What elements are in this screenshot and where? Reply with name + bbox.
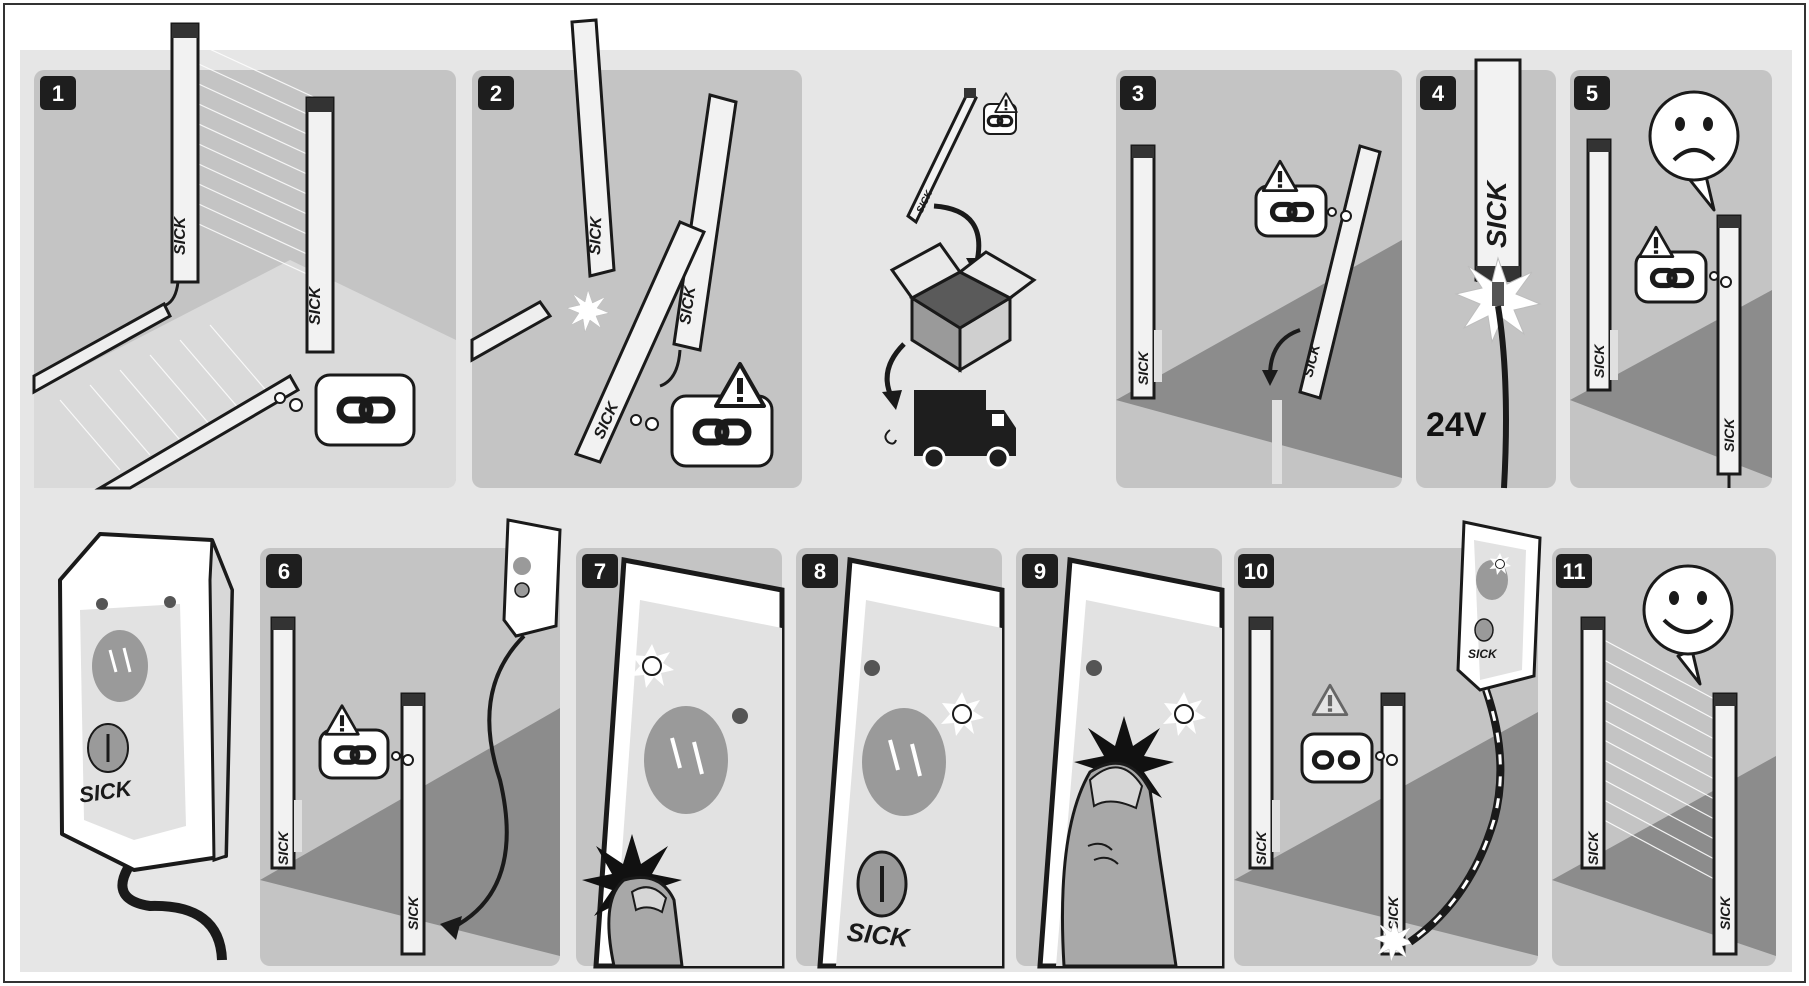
sick-logo-4: SICK <box>1481 179 1512 248</box>
sick-logo-11a: SICK <box>1585 831 1601 865</box>
step-8-badge: 8 <box>814 559 826 584</box>
sick-logo-10a: SICK <box>1253 831 1269 865</box>
step-9-panel: 9 <box>1016 548 1222 966</box>
sick-logo-10c: SICK <box>1468 647 1498 661</box>
step-8-panel: SICK 8 <box>796 548 1002 966</box>
step-7-panel: 7 <box>576 548 782 966</box>
step-11-badge: 11 <box>1562 559 1585 584</box>
step-7-badge: 7 <box>594 559 606 584</box>
step-2-badge: 2 <box>490 81 502 106</box>
sick-logo-6a: SICK <box>275 831 291 865</box>
step-5-panel: SICK SICK 5 <box>1570 70 1772 488</box>
step-6-badge: 6 <box>278 559 290 584</box>
step-2-panel: SICK SICK SICK 2 <box>472 20 802 488</box>
step-10-panel: SICK SICK SICK 10 <box>1234 522 1540 966</box>
step-1-panel: SICK SICK 1 <box>34 24 456 488</box>
step-4-panel: SICK 24V 4 <box>1416 60 1556 488</box>
step-10-badge: 10 <box>1244 559 1268 584</box>
voltage-label: 24V <box>1426 406 1487 444</box>
sick-logo-5b: SICK <box>1721 418 1737 452</box>
sick-logo-5a: SICK <box>1591 344 1607 378</box>
step-9-badge: 9 <box>1034 559 1046 584</box>
step-5-badge: 5 <box>1586 81 1598 106</box>
step-4-badge: 4 <box>1432 81 1445 106</box>
sick-logo-1: SICK <box>172 215 189 255</box>
step-1-badge: 1 <box>52 81 64 106</box>
sick-logo-2a: SICK <box>587 215 605 255</box>
sick-logo-11b: SICK <box>1717 896 1733 930</box>
sick-logo-3a: SICK <box>1135 351 1151 385</box>
sick-logo-1b: SICK <box>307 285 324 325</box>
step-3-badge: 3 <box>1132 81 1144 106</box>
sick-logo-6b: SICK <box>405 896 421 930</box>
step-6-panel: SICK SICK 6 <box>260 520 560 966</box>
step-3-panel: SICK SICK 3 <box>1116 70 1402 488</box>
step-11-panel: SICK SICK 11 <box>1552 548 1776 966</box>
